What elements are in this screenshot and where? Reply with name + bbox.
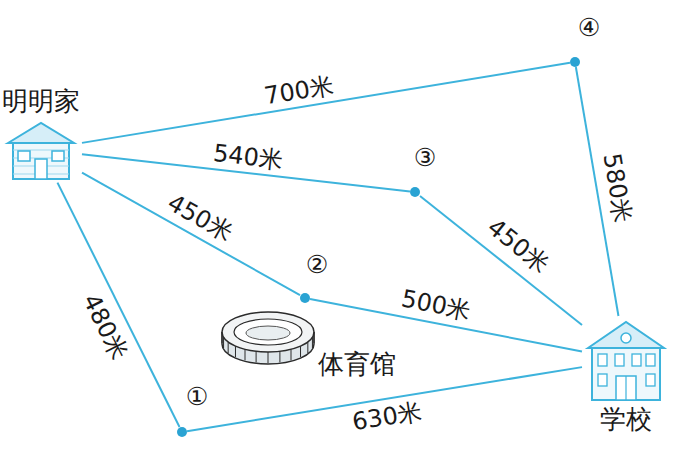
building-node: 明明家 [2, 84, 80, 181]
stadium-rib [245, 349, 246, 360]
route-point: ③ [410, 187, 420, 197]
point-number: ④ [578, 14, 600, 42]
route-point: ① [177, 427, 187, 437]
stadium-rib [312, 337, 313, 348]
point-number: ① [186, 383, 208, 411]
place-name: 明明家 [2, 87, 80, 116]
stadium-rib [279, 351, 280, 362]
distance-label: 480米 [77, 288, 134, 366]
distance-label: 700米 [260, 72, 337, 110]
building-label: 体育馆 [318, 350, 396, 379]
place-name: 学校 [600, 405, 652, 434]
route-point: ④ [570, 57, 580, 67]
route-point: ② [300, 293, 310, 303]
distance-label: 580米 [598, 150, 636, 227]
distance-label: 450米 [481, 213, 555, 280]
stadium-rib [256, 351, 257, 362]
stadium-rib [268, 352, 269, 363]
school-icon [584, 318, 668, 402]
stadium-rib [223, 337, 224, 348]
route-line [82, 173, 300, 296]
stadium-rib [300, 346, 301, 357]
point-number: ③ [414, 144, 436, 172]
stadium-rib [314, 332, 315, 343]
stadium-rib [235, 346, 236, 357]
point-number: ② [306, 251, 328, 279]
house-icon [2, 119, 80, 181]
stadium-symbol [222, 312, 314, 364]
route-line [82, 63, 570, 143]
stadium-rib [222, 332, 223, 343]
stadium-rib [291, 349, 292, 360]
building-node: 学校 [584, 318, 668, 437]
route-line [57, 183, 179, 427]
stadium-rib [228, 342, 229, 353]
stadium-rib [307, 342, 308, 353]
